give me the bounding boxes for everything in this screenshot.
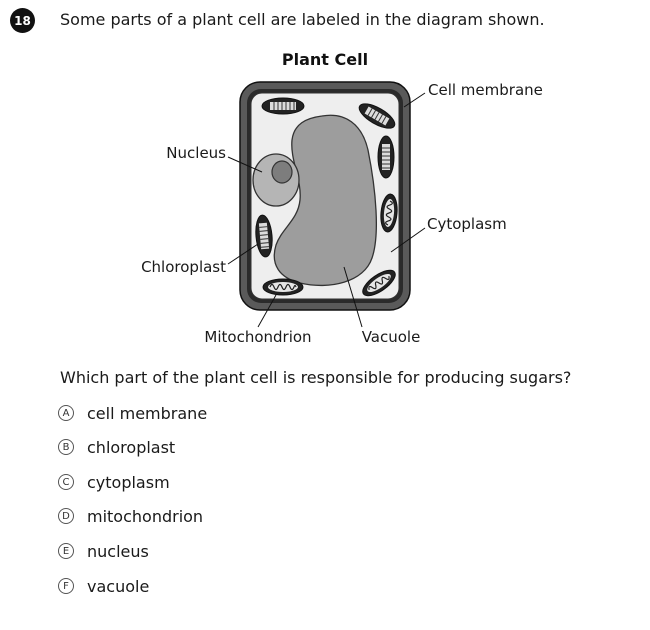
mitochondrion-bottom-right bbox=[362, 269, 396, 297]
choice-b-bubble[interactable]: B bbox=[58, 439, 74, 455]
choice-f-text: vacuole bbox=[87, 576, 150, 596]
choice-e-bubble[interactable]: E bbox=[58, 543, 74, 559]
choice-d-bubble[interactable]: D bbox=[58, 508, 74, 524]
leader-cell-membrane bbox=[403, 92, 426, 108]
label-cell-membrane: Cell membrane bbox=[428, 81, 543, 99]
label-chloroplast: Chloroplast bbox=[141, 258, 226, 276]
leader-cytoplasm bbox=[390, 227, 426, 253]
plant-cell-diagram: Plant Cell bbox=[141, 50, 543, 346]
question-number-badge: 18 bbox=[10, 8, 35, 33]
choice-d-text: mitochondrion bbox=[87, 506, 204, 526]
leader-mitochondrion bbox=[257, 294, 277, 328]
choice-c-text: cytoplasm bbox=[87, 472, 170, 492]
choice-a[interactable]: A cell membrane bbox=[58, 402, 207, 424]
choice-e[interactable]: E nucleus bbox=[58, 540, 149, 562]
question-prompt: Which part of the plant cell is responsi… bbox=[60, 368, 572, 387]
choice-c[interactable]: C cytoplasm bbox=[58, 471, 170, 493]
chloroplast-right-upper bbox=[377, 135, 395, 179]
choice-b[interactable]: B chloroplast bbox=[58, 436, 175, 458]
choice-c-bubble[interactable]: C bbox=[58, 474, 74, 490]
choice-d[interactable]: D mitochondrion bbox=[58, 505, 203, 527]
leader-vacuole bbox=[343, 266, 363, 328]
leader-nucleus bbox=[227, 156, 263, 173]
choice-a-text: cell membrane bbox=[87, 403, 208, 423]
leader-chloroplast bbox=[227, 243, 259, 265]
choice-a-bubble[interactable]: A bbox=[58, 405, 74, 421]
diagram-title: Plant Cell bbox=[282, 50, 368, 69]
choice-e-text: nucleus bbox=[87, 541, 149, 561]
label-vacuole: Vacuole bbox=[362, 328, 421, 346]
chloroplast-top-right bbox=[358, 103, 396, 129]
mitochondrion-bottom-left bbox=[262, 278, 304, 296]
question-stem: Some parts of a plant cell are labeled i… bbox=[60, 10, 545, 29]
mitochondrion-right bbox=[380, 193, 398, 233]
label-cytoplasm: Cytoplasm bbox=[427, 215, 507, 233]
nucleolus-shape bbox=[271, 160, 293, 184]
label-mitochondrion: Mitochondrion bbox=[204, 328, 311, 346]
choice-b-text: chloroplast bbox=[87, 437, 176, 457]
label-nucleus: Nucleus bbox=[166, 144, 226, 162]
chloroplast-top-left bbox=[261, 97, 305, 115]
chloroplast-left bbox=[255, 214, 273, 258]
choice-f[interactable]: F vacuole bbox=[58, 575, 149, 597]
choice-f-bubble[interactable]: F bbox=[58, 578, 74, 594]
